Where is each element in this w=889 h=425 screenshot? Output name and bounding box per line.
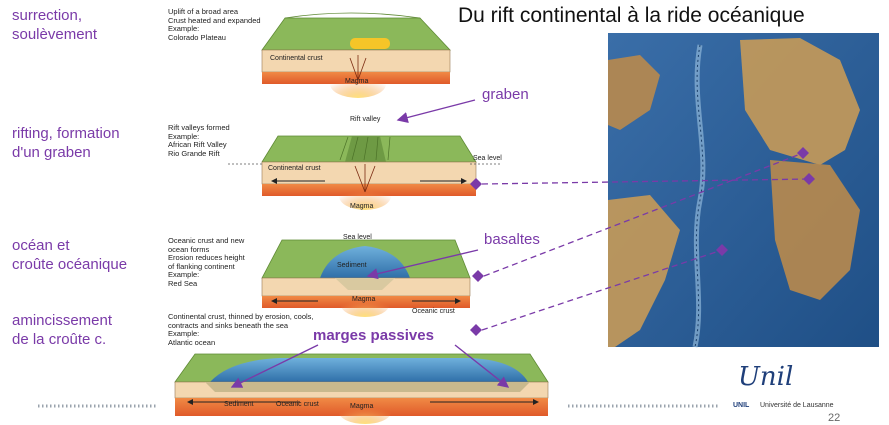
stage-label-rifting: rifting, formation d'un graben (12, 125, 120, 161)
atlantic-map (608, 33, 879, 348)
diagram-uplift (261, 12, 451, 98)
unil-logo-university: Université de Lausanne (760, 402, 834, 409)
caption-ocean: Oceanic crust and new ocean forms Erosio… (168, 236, 245, 288)
diagram-rifting (228, 135, 500, 210)
caption-thinning: Continental crust, thinned by erosion, c… (168, 312, 314, 347)
label-oceanic-crust-3: Oceanic crust (412, 308, 455, 315)
slide-title: Du rift continental à la ride océanique (458, 4, 805, 27)
label-sediment-4: Sediment (224, 401, 254, 408)
diagram-passive-margins (174, 353, 549, 424)
label-continental-crust-2: Continental crust (268, 165, 321, 172)
label-magma-4: Magma (350, 403, 374, 410)
stage-label-thinning: amincissement de la croûte c. (12, 312, 113, 348)
callout-basaltes: basaltes (484, 231, 540, 248)
label-magma-2: Magma (350, 203, 374, 210)
label-oceanic-crust-4: Oceanic crust (276, 401, 319, 408)
unil-logo-name: UNIL (733, 402, 750, 409)
callout-graben: graben (482, 86, 529, 103)
caption-uplift: Uplift of a broad area Crust heated and … (168, 7, 261, 42)
label-rift-valley: Rift valley (350, 116, 381, 123)
label-continental-crust-1: Continental crust (270, 55, 323, 62)
callout-arrows (230, 99, 810, 388)
diagram-ocean (261, 239, 471, 317)
stage-label-ocean: océan et croûte océanique (12, 237, 128, 273)
label-sea-level-3: Sea level (343, 234, 372, 241)
page-number: 22 (828, 412, 841, 424)
label-sea-level-2: Sea level (473, 155, 502, 162)
label-sediment-3: Sediment (337, 262, 367, 269)
label-magma-1: Magma (345, 78, 369, 85)
label-magma-3: Magma (352, 296, 376, 303)
stage-label-uplift: surrection, soulèvement (12, 7, 98, 43)
unil-logo-script: Unil (738, 362, 794, 392)
caption-rifting: Rift valleys formed Example: African Rif… (168, 123, 230, 158)
callout-marges-passives: marges passives (313, 327, 434, 344)
